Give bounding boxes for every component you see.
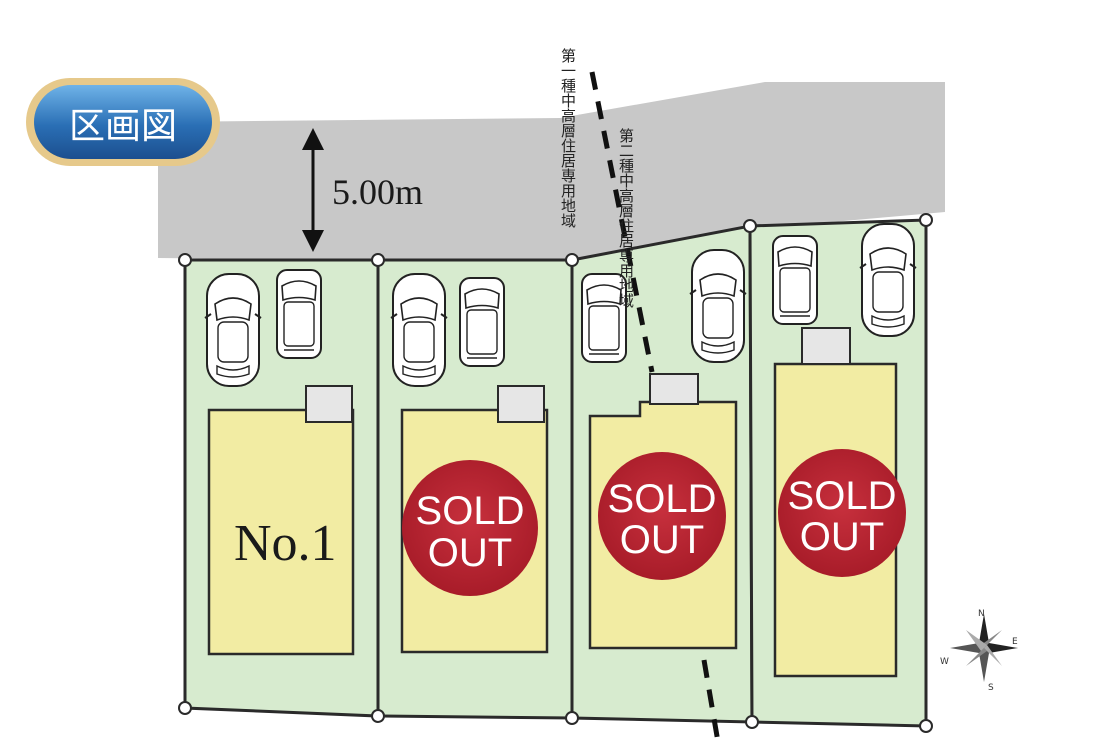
sold-out-badge-lot-4: SOLD OUT — [778, 449, 906, 577]
svg-text:W: W — [940, 657, 949, 667]
plan-title-badge: 区画図 — [26, 78, 220, 166]
compass-icon: N E S W — [940, 609, 1018, 693]
zoning-boundary-line — [589, 71, 721, 742]
boundary-markers — [178, 213, 933, 733]
svg-text:N: N — [978, 609, 985, 619]
svg-text:E: E — [1012, 637, 1018, 647]
road-width-label: 5.00m — [332, 172, 423, 212]
svg-text:OUT: OUT — [620, 518, 704, 562]
svg-text:S: S — [988, 683, 994, 693]
sold-out-badge-lot-3: SOLD OUT — [598, 452, 726, 580]
svg-text:SOLD: SOLD — [608, 477, 717, 521]
svg-text:OUT: OUT — [428, 531, 512, 575]
svg-text:区画図: 区画図 — [69, 106, 177, 147]
sold-out-badge-lot-2: SOLD OUT — [402, 460, 538, 596]
zoning-label-1: 第一種中高層住居専用地域 — [559, 47, 577, 228]
svg-text:OUT: OUT — [800, 515, 884, 559]
zoning-label-2: 第二種中高層住居専用地域 — [617, 127, 635, 308]
building-lot-1 — [207, 385, 355, 656]
road-area — [158, 82, 945, 262]
svg-text:SOLD: SOLD — [788, 474, 897, 518]
lot-1-label: No.1 — [234, 515, 337, 572]
road-width-arrow — [302, 128, 324, 252]
svg-text:SOLD: SOLD — [416, 489, 525, 533]
